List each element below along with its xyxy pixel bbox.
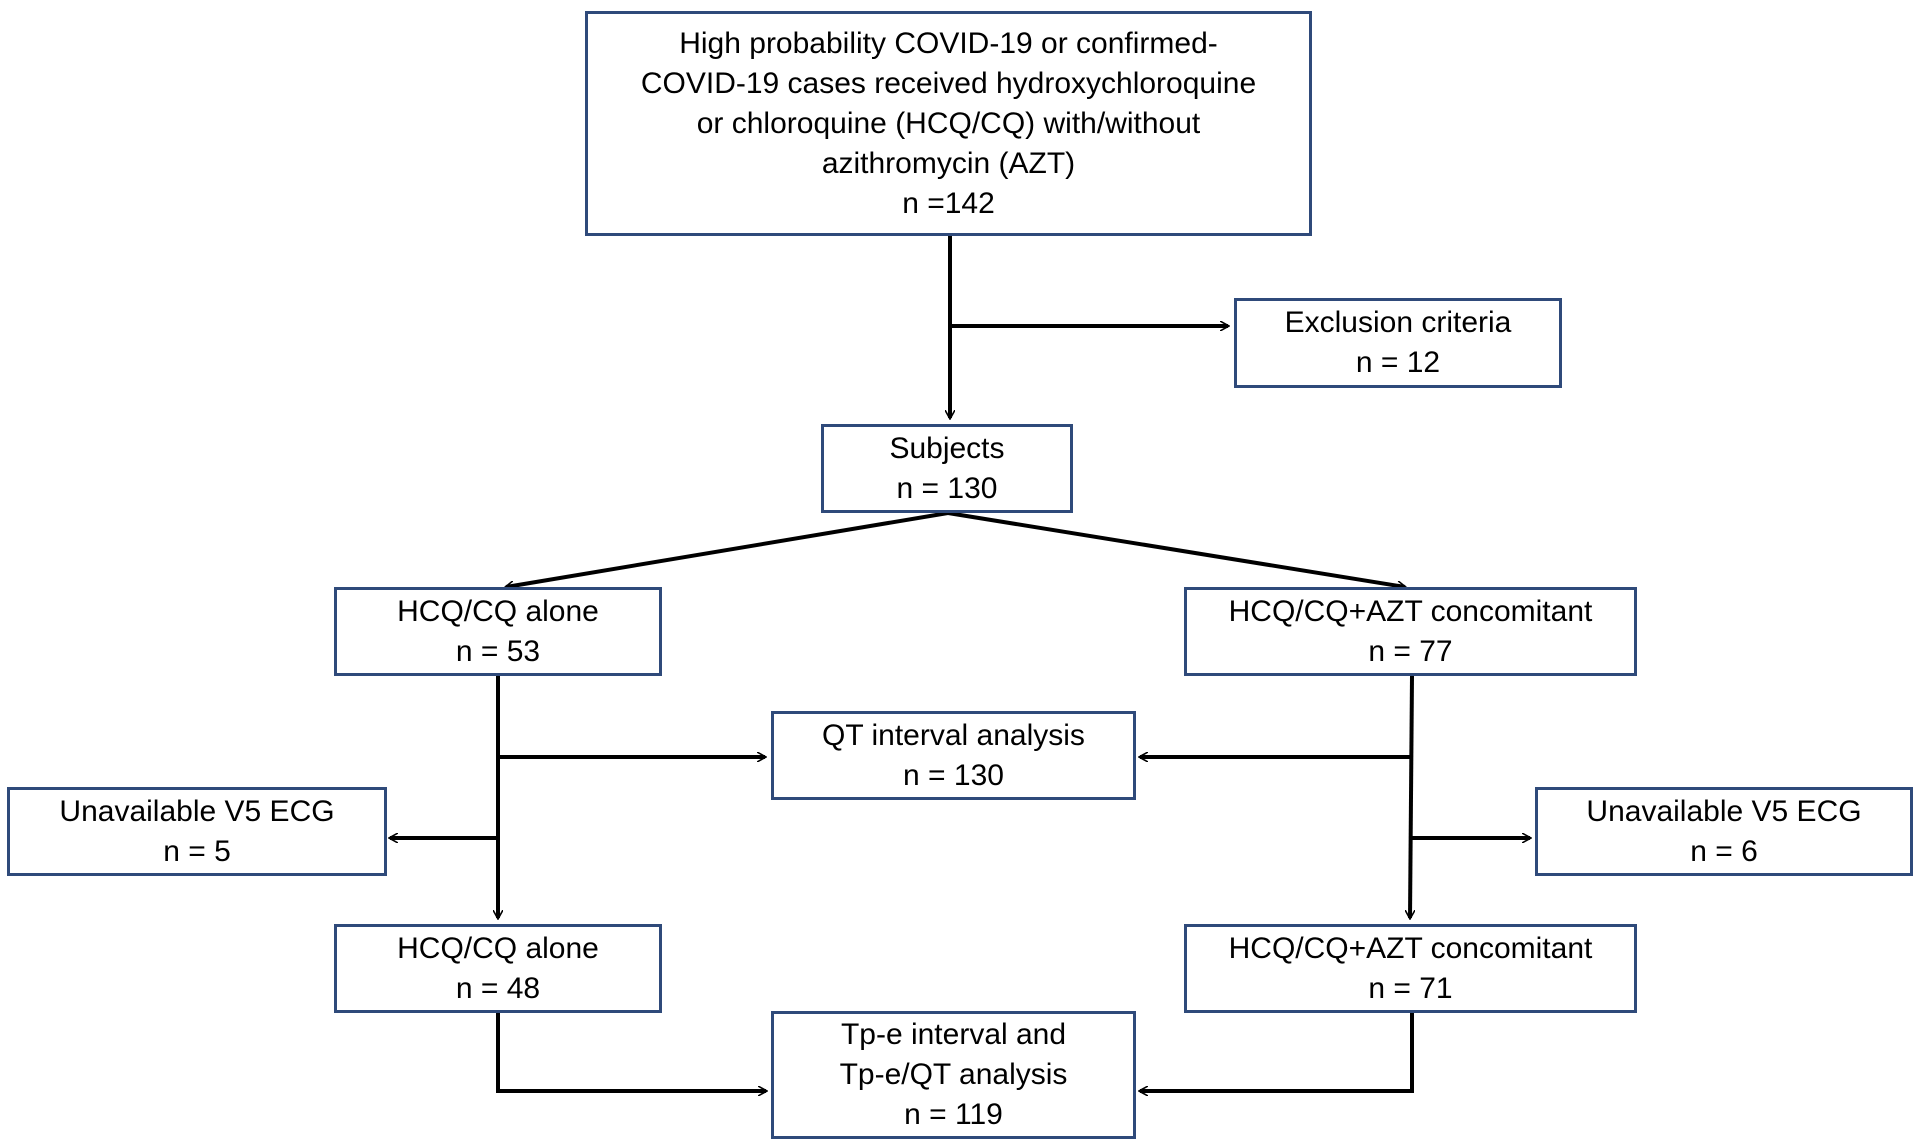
subjects-box: Subjects n = 130 (821, 424, 1073, 513)
qt-analysis-label: QT interval analysis (822, 718, 1085, 752)
hcq-azt-2-label: HCQ/CQ+AZT concomitant (1228, 931, 1593, 965)
arrow-hcq-azt-to-tpe (1140, 1013, 1414, 1091)
start-box-line-4: azithromycin (AZT) (821, 146, 1076, 180)
subjects-label: Subjects (889, 431, 1005, 465)
unavailable-right-label: Unavailable V5 ECG (1586, 794, 1862, 828)
arrow-hcq-alone-to-tpe (496, 1013, 766, 1091)
unavailable-left-box: Unavailable V5 ECG n = 5 (7, 787, 387, 876)
hcq-alone-2-count: n = 48 (455, 971, 541, 1005)
unavailable-right-count: n = 6 (1690, 834, 1758, 868)
tpe-analysis-line-1: Tp-e interval and (840, 1018, 1067, 1051)
unavailable-right-box: Unavailable V5 ECG n = 6 (1535, 787, 1913, 876)
start-box-line-1: High probability COVID-19 or confirmed- (679, 26, 1218, 60)
tpe-analysis-count: n = 119 (904, 1098, 1003, 1131)
arrow-subjects-to-hcq-azt (947, 511, 1405, 587)
hcq-alone-1-label: HCQ/CQ alone (397, 594, 599, 628)
start-box-line-2: COVID-19 cases received hydroxychloroqui… (640, 66, 1257, 100)
hcq-alone-2-label: HCQ/CQ alone (397, 931, 599, 965)
tpe-analysis-box: Tp-e interval and Tp-e/QT analysis n = 1… (771, 1011, 1136, 1139)
subjects-count: n = 130 (896, 471, 998, 505)
start-box-line-3: or chloroquine (HCQ/CQ) with/without (696, 106, 1201, 140)
qt-analysis-count: n = 130 (903, 758, 1004, 792)
qt-analysis-box: QT interval analysis n = 130 (771, 711, 1136, 800)
tpe-analysis-line-2: Tp-e/QT analysis (839, 1058, 1068, 1091)
hcq-azt-1-count: n = 77 (1368, 634, 1453, 668)
hcq-azt-box-2: HCQ/CQ+AZT concomitant n = 71 (1184, 924, 1637, 1013)
start-box-count: n =142 (902, 186, 995, 220)
exclusion-count: n = 12 (1355, 346, 1441, 379)
exclusion-box: Exclusion criteria n = 12 (1234, 298, 1562, 388)
start-box: High probability COVID-19 or confirmed- … (585, 11, 1312, 236)
arrow-hcq-azt-down (1410, 675, 1412, 918)
hcq-azt-2-count: n = 71 (1368, 971, 1453, 1005)
unavailable-left-label: Unavailable V5 ECG (59, 794, 335, 828)
hcq-azt-box-1: HCQ/CQ+AZT concomitant n = 77 (1184, 587, 1637, 676)
hcq-alone-box-1: HCQ/CQ alone n = 53 (334, 587, 662, 676)
hcq-azt-1-label: HCQ/CQ+AZT concomitant (1228, 594, 1593, 628)
hcq-alone-1-count: n = 53 (455, 634, 541, 668)
exclusion-label: Exclusion criteria (1284, 306, 1512, 339)
arrow-subjects-to-hcq-alone (506, 511, 949, 587)
unavailable-left-count: n = 5 (163, 834, 231, 868)
hcq-alone-box-2: HCQ/CQ alone n = 48 (334, 924, 662, 1013)
